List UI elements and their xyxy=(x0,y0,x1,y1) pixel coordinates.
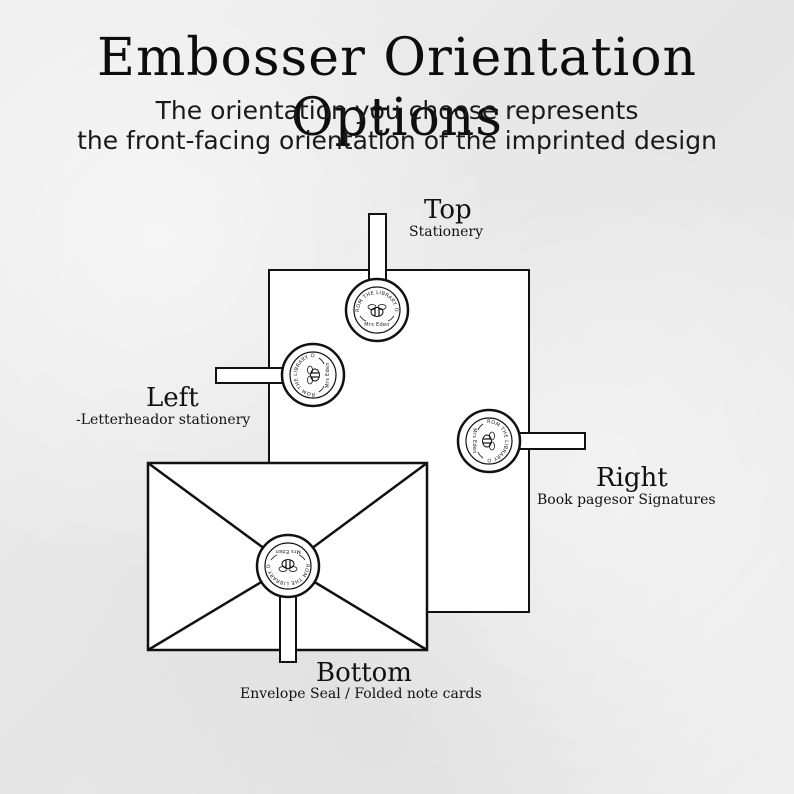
label-bottom-description: Envelope Seal / Folded note cards xyxy=(240,686,482,702)
embosser-left: FROM THE LIBRARY OF Mrs Eden xyxy=(215,342,346,408)
seal-bottom: FROM THE LIBRARY OF Mrs Eden xyxy=(255,533,321,599)
seal-top: FROM THE LIBRARY OF Mrs Eden xyxy=(344,277,410,343)
seal-left: FROM THE LIBRARY OF Mrs Eden xyxy=(280,342,346,408)
embosser-top: FROM THE LIBRARY OF Mrs Eden xyxy=(344,213,410,343)
label-right-description: Book pagesor Signatures xyxy=(537,492,716,508)
label-left: Left xyxy=(146,383,199,413)
embosser-bottom: FROM THE LIBRARY OF Mrs Eden xyxy=(255,533,321,663)
page-subtitle: The orientation you choose represents th… xyxy=(0,96,794,156)
subtitle-line-2: the front-facing orientation of the impr… xyxy=(77,126,717,155)
label-right: Right xyxy=(596,463,668,493)
seal-right-name: Mrs Eden xyxy=(471,428,477,454)
page-title: Embosser Orientation Options xyxy=(97,28,697,148)
label-left-description: -Letterheador stationery xyxy=(76,412,251,428)
seal-right: FROM THE LIBRARY OF Mrs Eden xyxy=(456,408,522,474)
seal-top-name: Mrs Eden xyxy=(364,322,390,328)
label-bottom: Bottom xyxy=(316,658,412,688)
label-top: Top xyxy=(424,195,472,225)
seal-left-name: Mrs Eden xyxy=(325,362,331,388)
subtitle-line-1: The orientation you choose represents xyxy=(155,96,639,125)
embosser-right: FROM THE LIBRARY OF Mrs Eden xyxy=(456,408,586,474)
label-top-description: Stationery xyxy=(409,224,483,240)
seal-bottom-name: Mrs Eden xyxy=(275,548,301,554)
